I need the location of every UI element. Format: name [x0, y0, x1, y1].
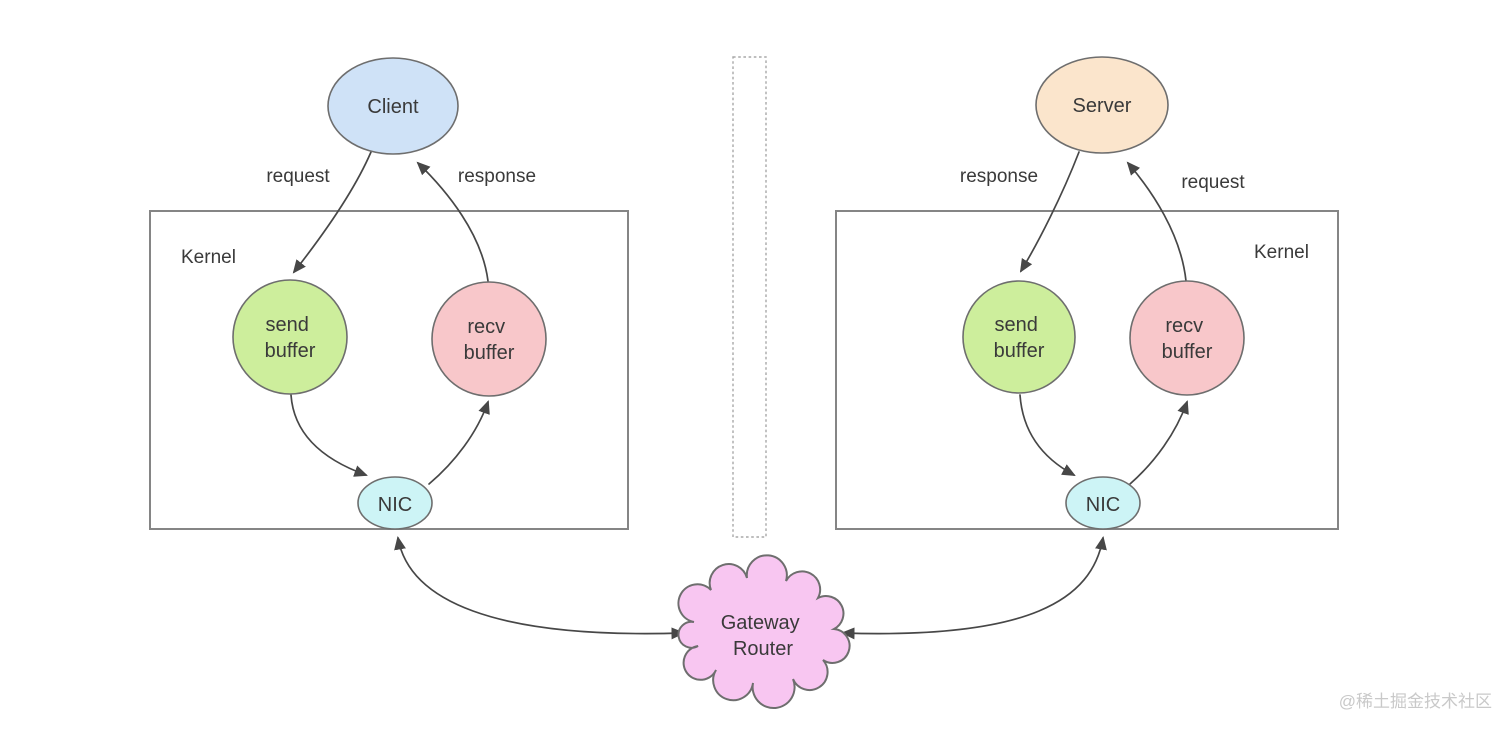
recv-buffer-left-line1: recv	[467, 316, 505, 338]
client-label: Client	[367, 96, 419, 118]
arrow-client-to-sendbuf	[292, 151, 372, 274]
recv-buffer-left-line2: buffer	[464, 342, 515, 364]
recv-buffer-left-label: recv buffer	[464, 316, 515, 364]
recv-buffer-right-node	[1129, 280, 1245, 396]
kernel-label-left: Kernel	[181, 247, 236, 268]
send-buffer-right-line1: send	[995, 314, 1038, 336]
client-node	[327, 57, 459, 155]
nodes	[232, 56, 1245, 710]
network-separator	[732, 56, 767, 538]
recv-buffer-right-label: recv buffer	[1162, 315, 1213, 363]
recv-buffer-right-line2: buffer	[1162, 341, 1213, 363]
server-label: Server	[1073, 95, 1132, 117]
arrow-nic-left-gateway	[394, 535, 686, 640]
send-buffer-right-node	[962, 280, 1076, 394]
recv-buffer-left-node	[431, 281, 547, 397]
gateway-router-label: Gateway Router	[721, 612, 806, 660]
nic-right-node	[1065, 476, 1141, 530]
kernel-box-right	[835, 210, 1339, 530]
arrow-sendbuf-to-nic-right	[1019, 394, 1076, 476]
request-label-right: request	[1181, 172, 1245, 193]
labels: Client Server Kernel Kernel request resp…	[181, 95, 1309, 660]
recv-buffer-right-line1: recv	[1165, 315, 1203, 337]
send-buffer-left-label: send buffer	[265, 314, 316, 362]
arrows	[290, 151, 1189, 640]
server-node	[1035, 56, 1169, 154]
send-buffer-left-line2: buffer	[265, 340, 316, 362]
arrow-recvbuf-to-client	[416, 161, 489, 282]
gateway-router-line2: Router	[733, 638, 793, 660]
send-buffer-left-node	[232, 279, 348, 395]
request-label-left: request	[266, 166, 330, 187]
arrow-nic-to-recvbuf-left	[428, 400, 490, 485]
arrow-recvbuf-to-server	[1126, 161, 1187, 282]
arrow-sendbuf-to-nic-left	[290, 394, 368, 477]
nic-left-node	[357, 476, 433, 530]
watermark: @稀土掘金技术社区	[1339, 692, 1492, 711]
response-label-right: response	[960, 166, 1038, 187]
send-buffer-left-line1: send	[266, 314, 309, 336]
kernel-label-right: Kernel	[1254, 242, 1309, 263]
send-buffer-right-label: send buffer	[994, 314, 1045, 362]
arrow-server-to-sendbuf	[1019, 151, 1080, 273]
arrow-gateway-nic-right	[840, 535, 1107, 640]
gateway-router-cloud	[677, 554, 851, 710]
gateway-router-line1: Gateway	[721, 612, 800, 634]
nic-left-label: NIC	[378, 494, 412, 516]
arrow-nic-to-recvbuf-right	[1129, 400, 1189, 485]
nic-right-label: NIC	[1086, 494, 1120, 516]
response-label-left: response	[458, 166, 536, 187]
send-buffer-right-line2: buffer	[994, 340, 1045, 362]
